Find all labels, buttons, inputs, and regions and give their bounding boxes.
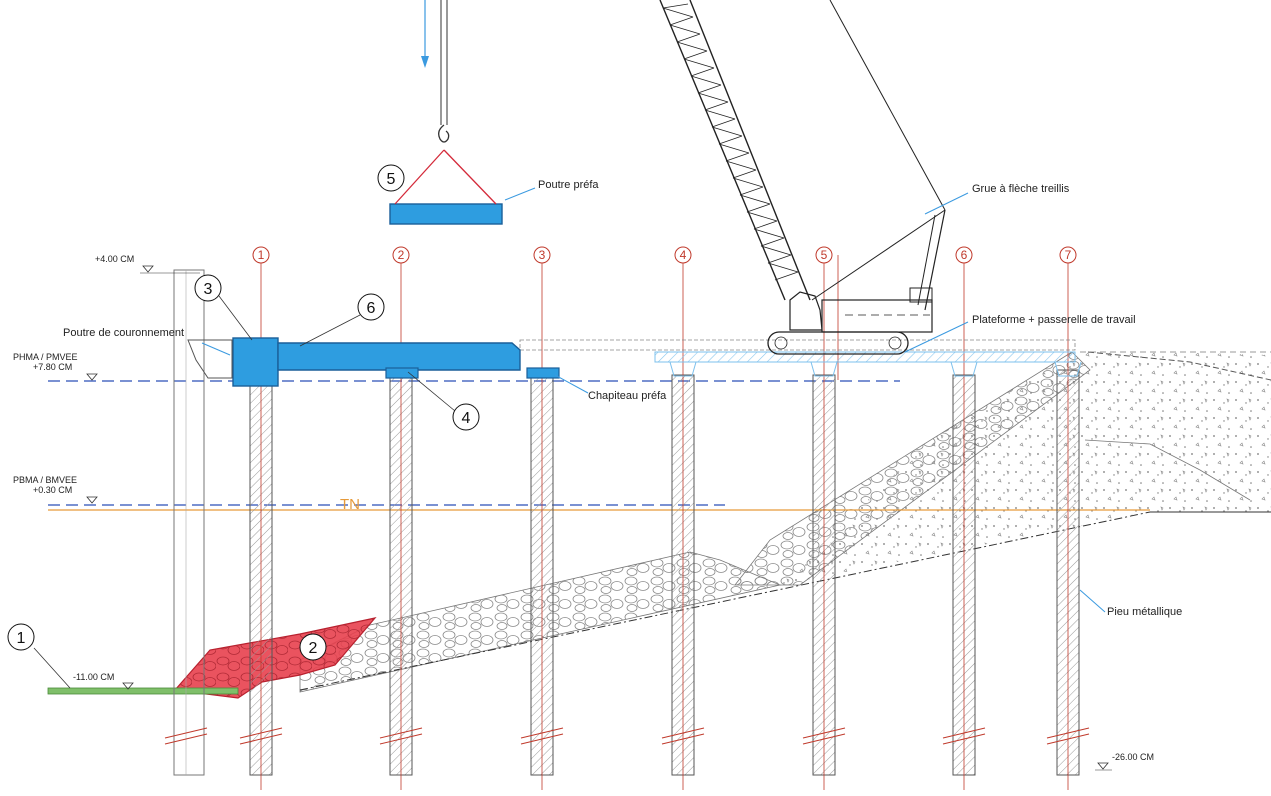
leaders (201, 187, 1106, 613)
pile-break-marks (164, 727, 1090, 745)
axis-marker-5 (815, 246, 833, 264)
crane-hook (438, 124, 450, 143)
callout-3 (194, 274, 222, 302)
embankment-inner-line (1084, 439, 1251, 501)
axis-label-5: 5 (821, 248, 828, 262)
axis-marker-4 (674, 246, 692, 264)
level-pile-tip: -26.00 CM (1112, 752, 1154, 762)
hoist-rigging (394, 0, 497, 205)
callout-1 (7, 623, 35, 651)
axis-marker-3 (533, 246, 551, 264)
existing-coping (187, 339, 233, 379)
platform-brackets (669, 361, 1082, 377)
callout-2-text: 2 (309, 640, 318, 657)
callout-1-text: 1 (17, 630, 26, 647)
axis-markers: 1 2 3 4 5 6 7 (252, 246, 1077, 264)
axis-label-2: 2 (398, 248, 405, 262)
label-grue: Grue à flèche treillis (972, 183, 1070, 195)
lattice-crane (659, 0, 946, 355)
level-pbma-value: +0.30 CM (33, 485, 72, 495)
callout-4 (452, 403, 480, 431)
axis-marker-2 (392, 246, 410, 264)
axis-label-7: 7 (1065, 248, 1072, 262)
label-pieu: Pieu métallique (1107, 606, 1182, 618)
level-phma-name: PHMA / PMVEE (13, 352, 78, 362)
callout-6 (357, 293, 385, 321)
backfill-embankment (780, 350, 1271, 585)
pile-cap-3 (526, 367, 560, 379)
label-plateforme: Plateforme + passerelle de travail (972, 314, 1136, 326)
level-top: +4.00 CM (95, 254, 134, 264)
axis-label-1: 1 (258, 248, 265, 262)
coping-beam (232, 337, 279, 387)
toe-riprap-red-texture (175, 618, 375, 698)
numbered-callouts: 1 2 3 4 5 6 (7, 164, 480, 661)
prefab-elements (187, 203, 560, 387)
seabed-ground-line (47, 687, 239, 695)
callout-leaders (33, 295, 456, 689)
existing-sheet-wall (173, 269, 205, 776)
level-markers: +4.00 CM PHMA / PMVEE +7.80 CM PBMA / BM… (13, 254, 1154, 771)
callout-5-text: 5 (387, 171, 396, 188)
callout-4-text: 4 (462, 410, 471, 427)
seabed-slope-line (299, 511, 1151, 691)
axis-marker-6 (955, 246, 973, 264)
axis-label-3: 3 (539, 248, 546, 262)
prefab-deck-beam (277, 342, 521, 371)
level-seabed: -11.00 CM (73, 672, 114, 682)
level-pbma-name: PBMA / BMVEE (13, 475, 77, 485)
future-deck-outline (519, 339, 1076, 351)
label-poutre-prefa: Poutre préfa (538, 179, 599, 191)
axis-marker-1 (252, 246, 270, 264)
callout-3-text: 3 (204, 281, 213, 298)
working-platform (654, 351, 1076, 363)
tn-label: TN (340, 496, 360, 513)
axis-marker-7 (1059, 246, 1077, 264)
level-phma-value: +7.80 CM (33, 362, 72, 372)
pile-cap-2 (385, 367, 419, 379)
suspended-prefab-beam (389, 203, 503, 225)
label-poutre-couronnement: Poutre de couronnement (63, 327, 184, 339)
axis-label-4: 4 (680, 248, 687, 262)
axis-label-6: 6 (961, 248, 968, 262)
label-chapiteau: Chapiteau préfa (588, 390, 667, 402)
callout-5 (377, 164, 405, 192)
callout-2 (299, 633, 327, 661)
callout-6-text: 6 (367, 300, 376, 317)
embankment-slope-line (1087, 351, 1271, 381)
